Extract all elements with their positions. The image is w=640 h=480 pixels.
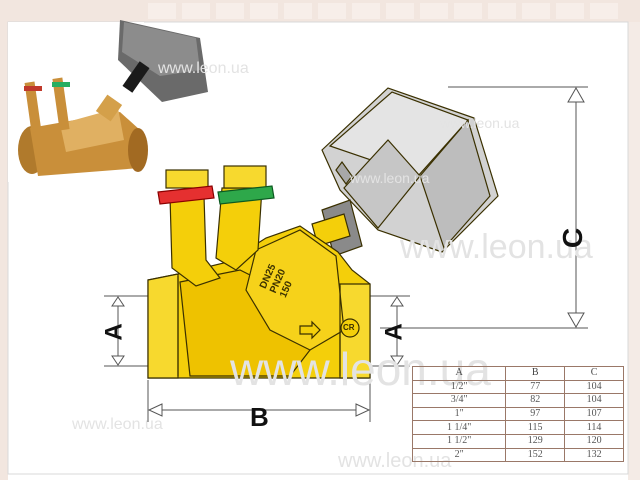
table-row: 2" 152 132	[411, 447, 624, 463]
table-cell: 77	[505, 379, 566, 395]
table-cell: 152	[505, 447, 566, 463]
table-row: 3/4" 82 104	[411, 393, 624, 408]
test-ports	[157, 165, 275, 287]
table-cell: 104	[564, 379, 624, 395]
table-cell: 2"	[411, 447, 507, 463]
dimension-c	[380, 86, 588, 329]
table-row: 1/2" 77 104	[411, 379, 624, 395]
table-row: 1 1/2" 129 120	[411, 433, 624, 449]
dimension-label-a-left: A	[100, 323, 128, 341]
valve-logo: CR	[343, 323, 355, 332]
table-row: 1 1/4" 115 114	[411, 420, 624, 435]
watermark-6: www.leon.ua	[72, 416, 163, 433]
table-cell: 107	[564, 406, 624, 422]
table-cell: 115	[505, 420, 566, 435]
table-cell: 82	[505, 393, 566, 408]
table-cell: 129	[505, 433, 566, 449]
product-photo	[8, 20, 208, 182]
dimension-label-c: C	[557, 227, 589, 249]
dimensions-table: A B C 1/2" 77 104 3/4" 82 104 1" 97 107	[411, 366, 624, 463]
watermark-3: www.leon.ua	[350, 170, 430, 186]
table-header: C	[564, 366, 624, 381]
valve-drawing	[147, 87, 499, 379]
dimension-label-b: B	[250, 402, 269, 432]
table-cell: 120	[564, 433, 624, 449]
dimension-a-right	[370, 295, 410, 367]
table-header-row: A B C	[411, 366, 624, 381]
watermark-2: www.leon.ua	[440, 115, 520, 131]
table-header: A	[411, 366, 507, 381]
table-cell: 114	[564, 420, 624, 435]
table-cell: 3/4"	[411, 393, 507, 408]
valve-body	[147, 225, 371, 379]
table-cell: 1 1/4"	[411, 420, 507, 435]
watermark-1: www.leon.ua	[158, 60, 249, 77]
table-cell: 97	[505, 406, 566, 422]
table-cell: 132	[564, 447, 624, 463]
table-cell: 1 1/2"	[411, 433, 507, 449]
table-row: 1" 97 107	[411, 406, 624, 422]
watermark-4: www.leon.ua	[400, 228, 593, 266]
table-cell: 1/2"	[411, 379, 507, 395]
table-header: B	[505, 366, 566, 381]
table-cell: 104	[564, 393, 624, 408]
valve-handle	[321, 87, 499, 253]
table-cell: 1"	[411, 406, 507, 422]
dimension-b	[147, 380, 371, 422]
dimension-label-a-right: A	[380, 323, 408, 341]
